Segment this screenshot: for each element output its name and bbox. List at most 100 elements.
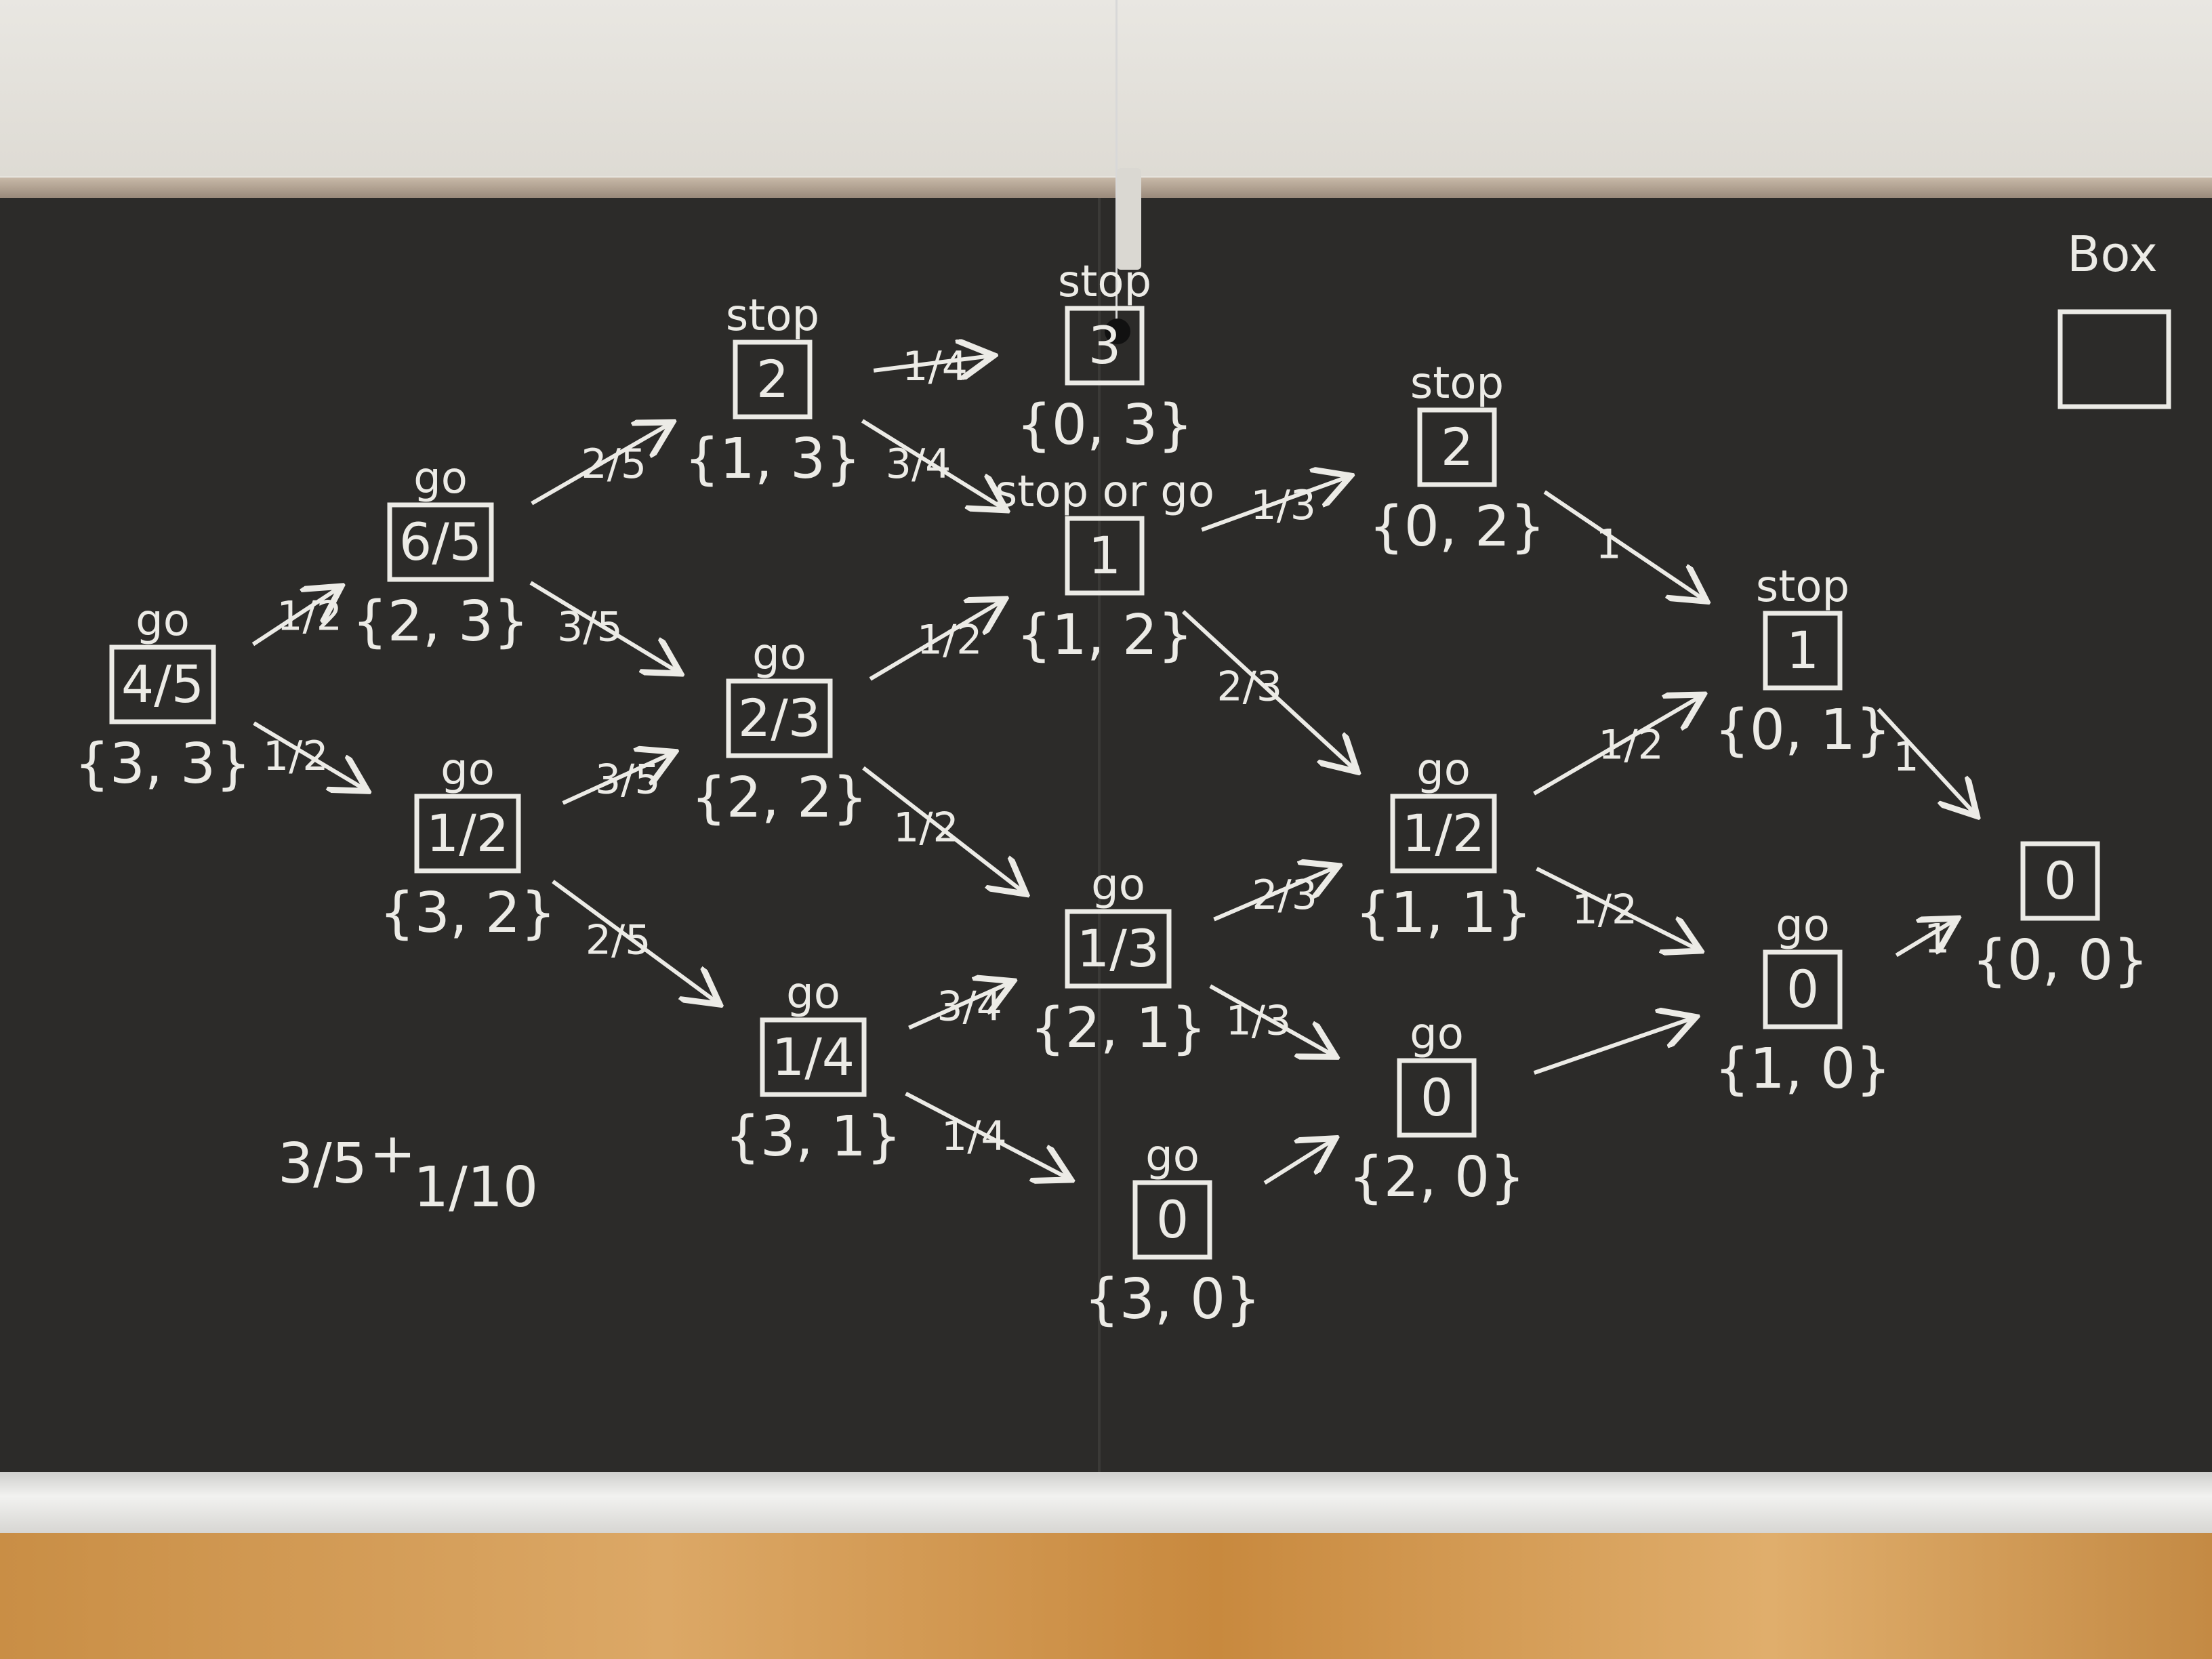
node-n21: go 1/3 {2, 1}: [1030, 860, 1207, 1061]
edge-n12-n02: 1/3: [1201, 477, 1347, 532]
edge-n12-n11: 2/3: [1181, 610, 1355, 769]
edge-probability: 1/2: [276, 593, 342, 640]
edge-arrow: [1536, 867, 1697, 949]
calc-term-b: 1/10: [413, 1155, 538, 1220]
edge-probability: 1/4: [902, 343, 968, 390]
node-n20: go0{2, 0}: [1349, 1009, 1525, 1210]
edge-probability: 1/2: [917, 617, 983, 664]
edge-arrow: [861, 419, 1003, 508]
node-label: go: [1416, 745, 1471, 795]
edge-n22-n12: 1/2: [869, 601, 1002, 681]
edge-probability: 2/3: [1252, 872, 1317, 919]
edge-n32-n22: 3/5: [562, 754, 672, 805]
node-label: go: [441, 745, 495, 795]
edge-n11-n01: 1/2: [1533, 697, 1700, 796]
node-n33: go4/5{3, 3}: [75, 596, 251, 796]
edge-arrow: [1181, 610, 1355, 769]
edge-probability: 1: [1893, 733, 1919, 781]
edge-arrow: [908, 983, 1009, 1030]
node-value: 2: [756, 349, 789, 409]
node-set: {1, 2}: [1017, 603, 1193, 668]
board-top-frame: [0, 178, 2212, 198]
node-value: 0: [1420, 1067, 1453, 1128]
node-value-box: [387, 502, 494, 582]
node-label: stop: [726, 291, 819, 341]
edge-probability: 3/4: [937, 983, 1002, 1031]
calc-plus: +: [369, 1122, 416, 1186]
edge-arrow: [1201, 477, 1347, 532]
chalk-tray: [0, 1472, 2212, 1533]
node-value-box: [760, 1017, 867, 1097]
edge-arrow: [1533, 1019, 1692, 1075]
edge-probability: 2/5: [586, 916, 651, 964]
node-value: 4/5: [121, 654, 204, 714]
edge-n13-n12: 3/4: [861, 419, 1003, 508]
node-value-box: [1417, 407, 1497, 487]
node-set: {2, 1}: [1030, 996, 1207, 1061]
node-label: go: [1776, 901, 1830, 951]
edge-probability: 1/2: [893, 804, 959, 852]
edges: 1/21/22/53/53/52/51/43/41/21/23/41/41/32…: [251, 343, 1975, 1185]
node-set: {0, 0}: [1972, 928, 2149, 993]
node-set: {0, 2}: [1369, 495, 1546, 559]
chalkboard: [0, 198, 2212, 1472]
edge-arrow: [1533, 697, 1700, 796]
edge-n31-n21: 3/4: [908, 983, 1009, 1031]
node-value: 1/2: [426, 803, 509, 863]
edge-probability: 2/3: [1216, 663, 1282, 710]
node-label: go: [752, 630, 806, 680]
node-value-box: [733, 340, 813, 419]
node-value-box: [2020, 841, 2100, 921]
side-calculation: 3/5 + 1/10: [278, 1122, 538, 1220]
node-label: go: [136, 596, 190, 646]
edge-probability: 1/3: [1250, 482, 1316, 529]
edge-n33-n32: 1/2: [253, 721, 365, 789]
edge-n30-n20: [1263, 1141, 1332, 1185]
edge-n23-n13: 2/5: [531, 424, 670, 506]
edge-probability: 3/5: [595, 756, 661, 804]
node-value: 1/3: [1077, 918, 1160, 979]
edge-arrow: [253, 721, 365, 789]
node-n10: go0{1, 0}: [1715, 901, 1891, 1101]
node-label: stop or go: [995, 467, 1214, 517]
node-value-box: [414, 794, 521, 874]
node-value-box: [1397, 1058, 1477, 1138]
node-value: 2: [1441, 417, 1473, 477]
node-set: {2, 3}: [352, 590, 529, 654]
edge-probability: 1/4: [941, 1113, 1007, 1160]
edge-n33-n23: 1/2: [251, 588, 342, 647]
edge-n22-n21: 1/2: [862, 766, 1023, 892]
edge-probability: 1: [1595, 521, 1621, 569]
wall: [0, 0, 2212, 176]
nodes: go4/5{3, 3}go6/5{2, 3}go1/2{3, 2}stop2{1…: [75, 257, 2149, 1332]
edge-n13-n03: 1/4: [873, 343, 990, 390]
edge-arrow: [251, 588, 338, 647]
node-label: stop: [1410, 359, 1504, 409]
edge-n31-n30: 1/4: [905, 1091, 1067, 1178]
node-set: {0, 1}: [1715, 698, 1891, 762]
edge-n10-n00: 1: [1895, 915, 1954, 962]
node-value-box: [726, 678, 833, 758]
node-value: 6/5: [399, 512, 482, 572]
edge-probability: 1/3: [1226, 998, 1292, 1045]
node-set: {3, 0}: [1084, 1267, 1261, 1332]
node-value-box: [1390, 794, 1497, 874]
node-value: 1: [1088, 525, 1121, 586]
node-set: {3, 2}: [380, 881, 556, 945]
node-set: {1, 1}: [1355, 881, 1532, 945]
node-value: 0: [2044, 851, 2076, 911]
wood-floor: [0, 1533, 2212, 1659]
edge-n21-n20: 1/3: [1209, 984, 1332, 1054]
node-value: 3: [1088, 315, 1121, 375]
edge-arrow: [1263, 1141, 1332, 1185]
node-label: go: [1091, 860, 1145, 910]
node-label: go: [413, 453, 468, 504]
node-label: go: [786, 968, 840, 1019]
node-set: {1, 0}: [1715, 1037, 1891, 1101]
edge-probability: 1/2: [1572, 886, 1638, 933]
node-n02: stop 2 {0, 2}: [1369, 359, 1546, 559]
node-value-box: [1132, 1180, 1212, 1260]
node-n31: go1/4{3, 1}: [725, 968, 902, 1169]
